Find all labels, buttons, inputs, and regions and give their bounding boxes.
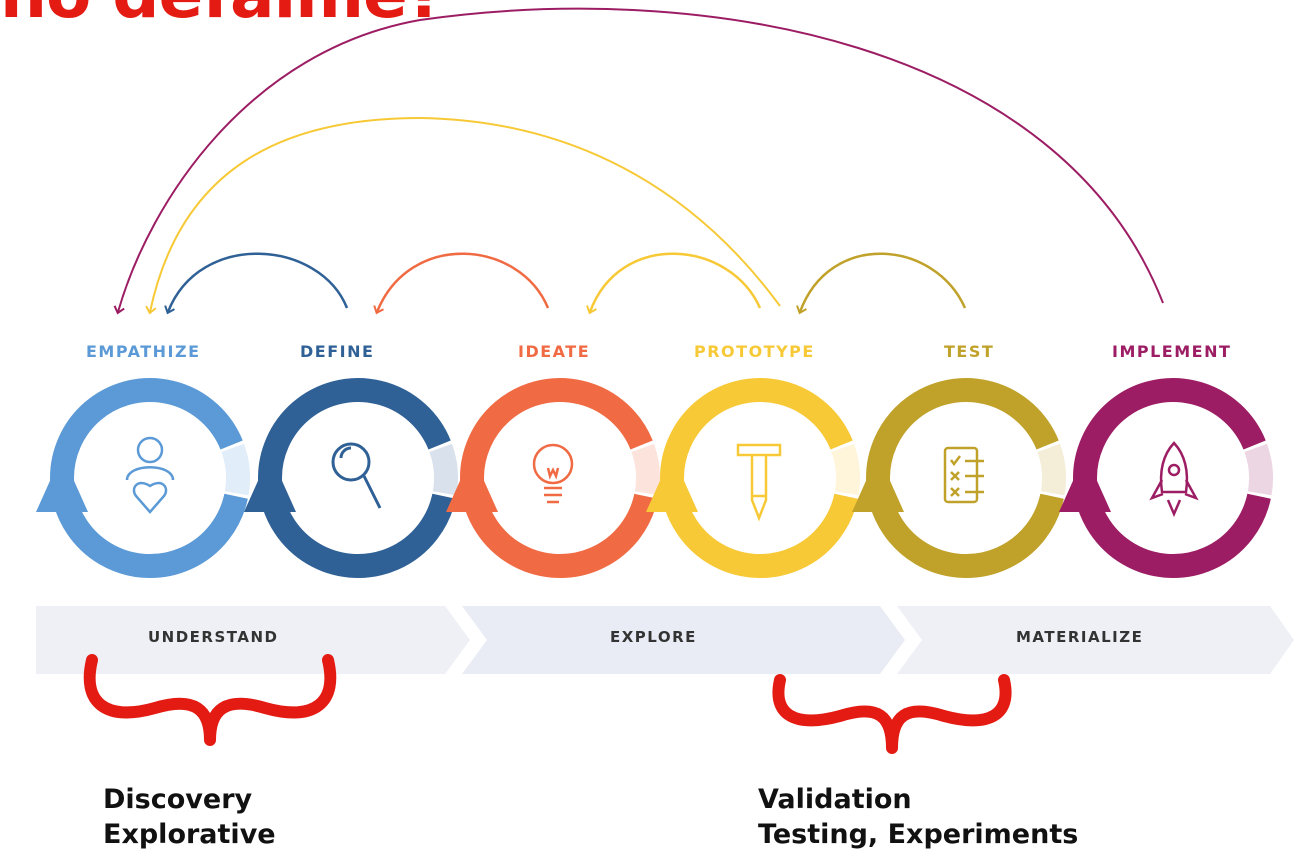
hammer-pencil-icon [736,443,782,522]
phase-explore: EXPLORE [610,628,697,646]
stage-label-test: TEST [944,342,995,361]
stage-label-implement: IMPLEMENT [1112,342,1232,361]
magnifier-icon [331,442,382,509]
checklist-icon [943,446,984,504]
arc-prototype-to-ideate [586,252,762,315]
arc-implement-to-empathize [113,7,1164,315]
page-title: no defalme? [0,0,445,28]
note-discovery-line2: Explorative [103,819,276,850]
brace-discovery [83,654,337,746]
stage-circle-test [852,378,1067,578]
note-discovery: Discovery Explorative [103,782,276,852]
rocket-icon [1149,441,1199,518]
lightbulb-icon [532,443,574,504]
person-heart-icon [125,436,175,514]
note-discovery-line1: Discovery [103,784,253,815]
stage-circles [36,378,1274,578]
arc-ideate-to-define [373,252,550,315]
stage-label-prototype: PROTOTYPE [694,342,815,361]
stage-circle-ideate [446,378,661,578]
stage-circle-empathize [36,378,251,578]
phase-understand: UNDERSTAND [148,628,279,646]
stage-label-define: DEFINE [300,342,375,361]
note-validation: Validation Testing, Experiments [758,782,1078,852]
phase-banner [36,606,1294,674]
arc-define-to-empathize [164,252,349,315]
stage-circle-implement [1059,378,1274,578]
stage-circle-prototype [646,378,861,578]
arc-prototype-to-empathize [145,116,781,315]
phase-materialize: MATERIALIZE [1016,628,1144,646]
arc-test-to-prototype [796,252,967,315]
note-validation-line1: Validation [758,784,912,815]
stage-label-empathize: EMPATHIZE [86,342,201,361]
stage-label-ideate: IDEATE [518,342,591,361]
note-validation-line2: Testing, Experiments [758,819,1079,850]
brace-validation [772,674,1012,754]
stage-circle-define [244,378,459,578]
